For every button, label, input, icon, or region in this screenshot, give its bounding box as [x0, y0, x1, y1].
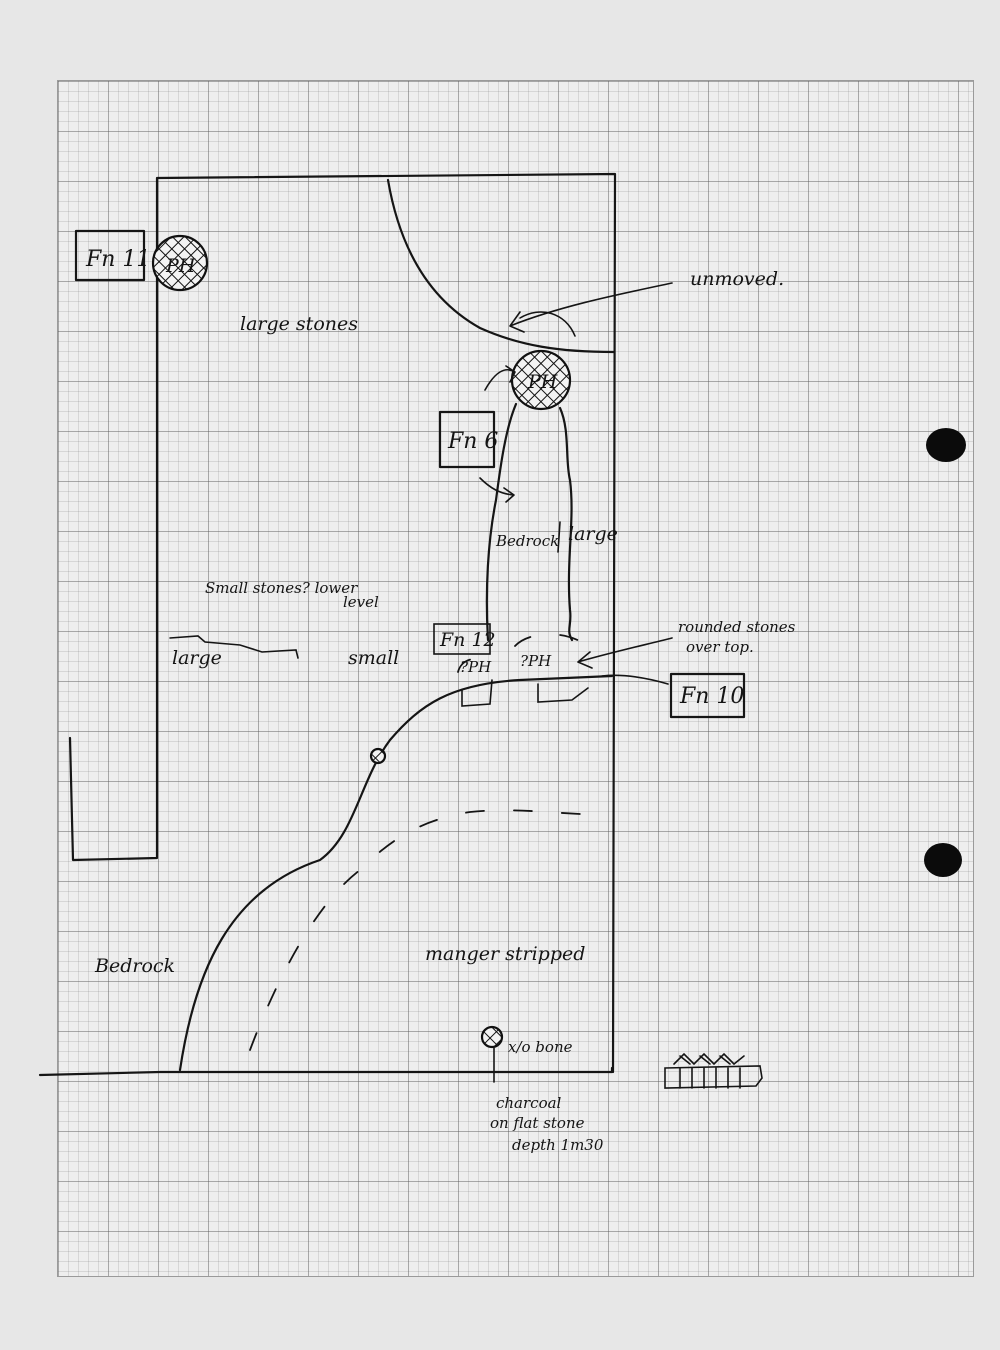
rounded-stones-label: rounded stones: [678, 618, 796, 636]
fn6-arrow: [479, 477, 515, 503]
binder-hole-bottom: [924, 843, 962, 877]
small-label: small: [348, 647, 399, 669]
unmoved-zone-boundary: [386, 178, 616, 354]
section-symbol-icon: [664, 1052, 763, 1089]
small-posthole-icon: [369, 747, 387, 765]
large-channel-label: large: [568, 523, 618, 545]
bedrock-left-label: Bedrock: [94, 955, 175, 977]
charcoal-label-2: on flat stone: [490, 1114, 585, 1132]
ph-fn10-label: ?PH: [520, 652, 552, 670]
fn10-box: [669, 672, 746, 719]
unmoved-label: unmoved.: [690, 268, 784, 290]
small-stones-label-2: level: [343, 593, 379, 611]
ph-center-label: PH: [527, 371, 558, 393]
ph-fn12-arc: [457, 658, 493, 673]
fn6-channel-right: [558, 406, 574, 642]
ph-top-left-label: PH: [165, 255, 196, 277]
bone-icon: [480, 1025, 504, 1049]
bedrock-channel-label: Bedrock: [495, 532, 559, 550]
fn6-channel-left: [485, 402, 518, 642]
fn6-label: Fn 6: [447, 429, 498, 454]
manger-stripped-label: manger stripped: [425, 943, 585, 965]
bone-label: x/o bone: [508, 1038, 573, 1056]
ph-center-icon: [510, 349, 572, 411]
fn11-box: [74, 229, 146, 282]
unmoved-arc: [519, 311, 576, 337]
fn12-box: [433, 623, 491, 655]
ph-fn12-label: ?PH: [460, 658, 492, 676]
charcoal-label: charcoal: [496, 1094, 562, 1112]
graph-paper-grid: [57, 80, 974, 1277]
bedrock-boundary: [178, 674, 614, 1072]
unmoved-arrow: [509, 282, 673, 333]
fn11-label: Fn 11: [85, 247, 150, 272]
fn12-bracket: [461, 679, 493, 707]
section-baseline: [38, 1066, 614, 1077]
small-stones-label: Small stones? lower: [205, 579, 358, 597]
rounded-stones-label-2: over top.: [686, 638, 754, 656]
binder-hole-top: [926, 428, 966, 462]
channel-divider: [557, 521, 561, 553]
large-stones-label: large stones: [240, 313, 358, 335]
large-left-label: large: [172, 647, 222, 669]
ph-fn10-arc: [514, 633, 591, 649]
fn10-label: Fn 10: [679, 684, 744, 709]
trench-outline: [68, 172, 617, 1074]
rounded-stones-arrow: [577, 637, 673, 669]
ph-top-left-icon: [151, 234, 209, 292]
fn12-label: Fn 12: [439, 629, 496, 651]
stripped-area-dashed-line: [249, 809, 581, 1051]
fn6-box: [438, 410, 496, 469]
ph-center-arrow: [484, 365, 516, 391]
charcoal-label-3: depth 1m30: [512, 1136, 604, 1154]
fn10-bracket: [537, 683, 589, 703]
large-small-boundary: [169, 635, 299, 659]
